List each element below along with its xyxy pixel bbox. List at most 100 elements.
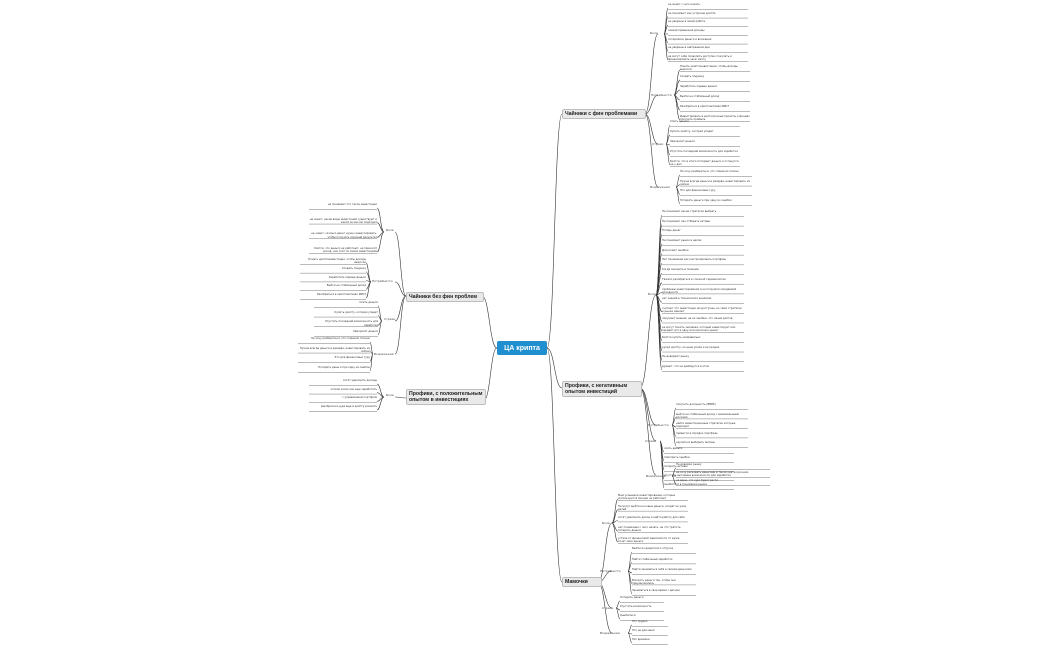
pain-item: Боятся купить неправильно	[662, 335, 701, 339]
connector	[369, 341, 374, 355]
branch-label-pain: Боли	[386, 393, 394, 397]
pain-item: не знают, какие виды инвестиций существу…	[309, 217, 377, 224]
objection-item: Это трудно	[632, 620, 648, 623]
pain-item: Нет понимания как контролировать портфел…	[662, 258, 726, 262]
connector	[365, 281, 372, 299]
connector	[377, 320, 383, 336]
pain-item: не уверены в завтрашнем дне	[668, 46, 710, 50]
connector	[546, 113, 563, 349]
connector	[394, 295, 407, 355]
central-topic[interactable]: ЦА крипта	[497, 341, 547, 355]
objection-item: Нужна всегда деньги в резерве, инвестиро…	[680, 179, 751, 186]
connector	[671, 424, 677, 447]
fear-item: Слить деньги	[670, 120, 689, 123]
fear-item: повторить ошибки	[664, 456, 690, 459]
pain-item: нет понимания с чего начать, на что трат…	[618, 526, 682, 533]
fear-item: Потерять деньги	[620, 596, 644, 599]
objection-item: Потерять деньги при одну из ошибок	[318, 366, 370, 369]
branch-label-pain: Боли	[386, 228, 394, 232]
needs-item: научиться выбирать активы	[676, 441, 715, 444]
needs-item: Найти заниматься себя и своими деньгами	[632, 568, 692, 571]
needs-item: Разобраться в криптоактивах ИИСТ	[680, 105, 729, 108]
connector	[627, 570, 633, 595]
fear-item: Купить крипту, которая упадет	[670, 130, 714, 133]
connector	[659, 440, 665, 489]
connector	[376, 207, 385, 233]
connector	[655, 294, 663, 371]
needs-item: Понять криптоинвестиции, чтобы доходы вы…	[308, 258, 366, 265]
needs-item: Заработать первые деньги	[680, 85, 718, 88]
connector	[627, 632, 633, 644]
objection-item: не верю, что курс будет расти	[676, 479, 718, 482]
pain-item: хотят увеличить доход и найти работу для…	[618, 515, 685, 519]
pain-item: низкая привычная доходы	[668, 29, 705, 32]
pain-item: не знают с чего начать	[668, 3, 700, 6]
needs-item: Инвестировать в долгосрочные проекты и ф…	[680, 115, 750, 122]
branch-label-objections: Возражения	[374, 352, 394, 356]
pain-item: Потерь денег	[662, 229, 681, 233]
pain-item: с управлением портфеля	[342, 396, 377, 400]
objection-item: Не хочу разбираться, это слишком сложно	[680, 170, 739, 173]
topic-chainiki-bez-fin-problem[interactable]: Чайники без фин проблем	[406, 292, 484, 302]
fear-item: Упустить последний возможность для зараб…	[325, 320, 378, 327]
pain-item: потерялись деньги и вложения	[668, 37, 712, 41]
connector	[369, 353, 374, 372]
connector	[644, 94, 659, 115]
connector	[644, 113, 659, 145]
connector	[644, 33, 659, 115]
pain-item: Допускают ошибки	[662, 248, 689, 252]
connector	[615, 607, 621, 620]
objection-item: Не хочу разбираться, это слишком сложно	[311, 337, 370, 340]
pain-item: разобраться куда еще в крипту вложить	[320, 405, 377, 408]
topic-chainiki-s-fin-problemami[interactable]: Чайники с фин проблемами	[562, 109, 646, 119]
connector	[663, 33, 669, 61]
pain-item: устала от финансовой зависимости от мужа…	[618, 537, 681, 544]
connector	[671, 475, 677, 485]
branch-label-objections: Возражения	[646, 474, 666, 478]
pain-item: считают что инвестиции им доступны, но с…	[662, 306, 742, 314]
branch-label-objections: Возражения	[650, 185, 670, 189]
fear-item: ошибиться в понимании рынка	[664, 483, 707, 486]
pain-item: получают мнение, не на ошибки, что смена…	[662, 316, 733, 320]
needs-item: получить доходность (ВВРФ)	[676, 403, 716, 406]
pain-item: не понимают как устроена крипта	[668, 11, 716, 15]
branch-label-pain: Боли	[650, 31, 658, 35]
branch-label-fear: Страхи	[384, 317, 396, 321]
connector	[673, 94, 681, 121]
needs-item: Понять криптоинвестиции, чтобы доходы вы…	[680, 65, 738, 72]
pain-item: Не понимают рынок в целом	[662, 239, 702, 243]
topic-mamochki[interactable]: Мамочки	[562, 577, 602, 587]
connector	[481, 295, 498, 349]
pain-item: не могут понять человека, который инвест…	[662, 326, 736, 333]
fear-item: упустить выгодные возможности для зарабо…	[664, 474, 731, 477]
connector	[673, 69, 681, 96]
needs-item: Разобраться в криптоактивах ИИСТ	[317, 293, 366, 296]
pain-item: Не могут выйти на новые деньги, уходят н…	[618, 504, 687, 511]
branch-label-objections: Возражения	[600, 631, 620, 635]
needs-item: выйти на стабильный доход с минимальными…	[676, 412, 740, 419]
connector	[394, 231, 407, 297]
branch-label-fear: Страхи	[652, 142, 664, 146]
fear-item: Заморозят деньги	[353, 330, 378, 333]
branch-label-fear: Страхи	[645, 439, 657, 443]
pain-item: Не понимают как отбирать активы	[662, 219, 711, 223]
connector	[665, 143, 671, 166]
fear-item: Купить крипту, которая упадет	[334, 310, 378, 314]
needs-item: Заниматься в свое время с детьми	[632, 589, 680, 592]
connector	[611, 522, 619, 543]
connector	[675, 186, 681, 205]
needs-item: Найти стабильный заработок	[632, 557, 673, 561]
fear-item: Слить деньги	[359, 301, 378, 304]
needs-item: найти инвестиционные стратегии которые п…	[676, 422, 736, 429]
pain-item: нет знаний в технических анализах	[662, 297, 712, 301]
branch-label-fear: Страхи	[602, 606, 614, 610]
needs-item: Выйти на стабильный доход	[326, 284, 366, 288]
branch-label-needs: Потребности	[648, 423, 669, 427]
topic-profiki-s-negativnym-opytom[interactable]: Профики, с негативным опытом инвестиций	[562, 381, 642, 397]
connector	[639, 387, 657, 426]
topic-profiki-s-polozhitelnym-opytom[interactable]: Профики, с положительным опытом в инвест…	[406, 389, 486, 405]
fear-item: Боятся, что в итоге потеряют деньги и ос…	[670, 160, 739, 167]
pain-item: не могут себе позволить доступно покупат…	[668, 55, 732, 62]
pain-item: не уверены в своей работе	[668, 20, 706, 24]
needs-item: Создать подушку	[341, 266, 366, 270]
